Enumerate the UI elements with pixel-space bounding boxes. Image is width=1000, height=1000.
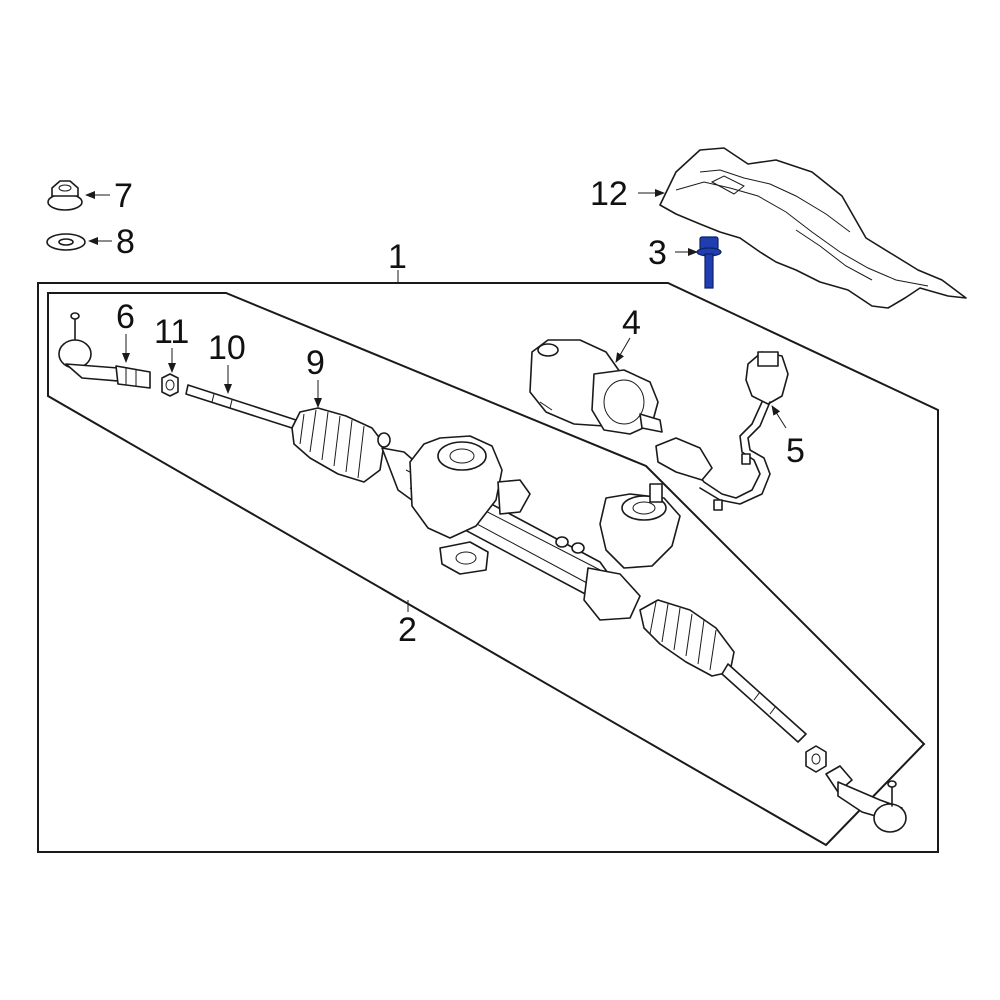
steering-gear-housing[interactable]: [381, 435, 681, 621]
callout-label-6: 6: [116, 298, 135, 336]
part-4-electric-motor[interactable]: [529, 339, 663, 435]
assembly-outer-frame: [37, 282, 939, 853]
callout-label-3: 3: [648, 234, 667, 272]
callout-label-1: 1: [388, 238, 407, 276]
callout-label-10: 10: [208, 329, 246, 367]
part-6-outer-tie-rod-end-left[interactable]: [58, 312, 151, 389]
callout-label-9: 9: [306, 344, 325, 382]
gear-assembly-inner-frame: [47, 292, 926, 847]
callout-5-arrow: [771, 405, 787, 429]
callout-label-5: 5: [786, 432, 805, 470]
boot-right[interactable]: [639, 599, 735, 677]
part-7-flange-nut[interactable]: [47, 180, 83, 211]
part-10-inner-tie-rod[interactable]: [185, 384, 297, 429]
callout-4-arrow: [615, 337, 631, 363]
callout-label-8: 8: [116, 223, 135, 261]
jam-nut-right[interactable]: [805, 745, 827, 773]
callout-label-2: 2: [398, 611, 417, 649]
part-9-boot-left[interactable]: [291, 407, 391, 483]
part-12-heat-shield[interactable]: [659, 147, 967, 309]
outer-tie-rod-end-right[interactable]: [825, 765, 907, 833]
callout-label-11: 11: [154, 313, 189, 351]
callout-label-4: 4: [622, 304, 641, 342]
part-5-wiring-harness[interactable]: [655, 351, 789, 511]
part-8-washer[interactable]: [46, 233, 86, 251]
callout-label-12: 12: [590, 175, 628, 213]
part-11-jam-nut[interactable]: [161, 373, 179, 397]
callout-label-7: 7: [114, 177, 133, 215]
part-3-bolt[interactable]: [696, 236, 722, 289]
inner-tie-rod-right[interactable]: [721, 663, 807, 743]
